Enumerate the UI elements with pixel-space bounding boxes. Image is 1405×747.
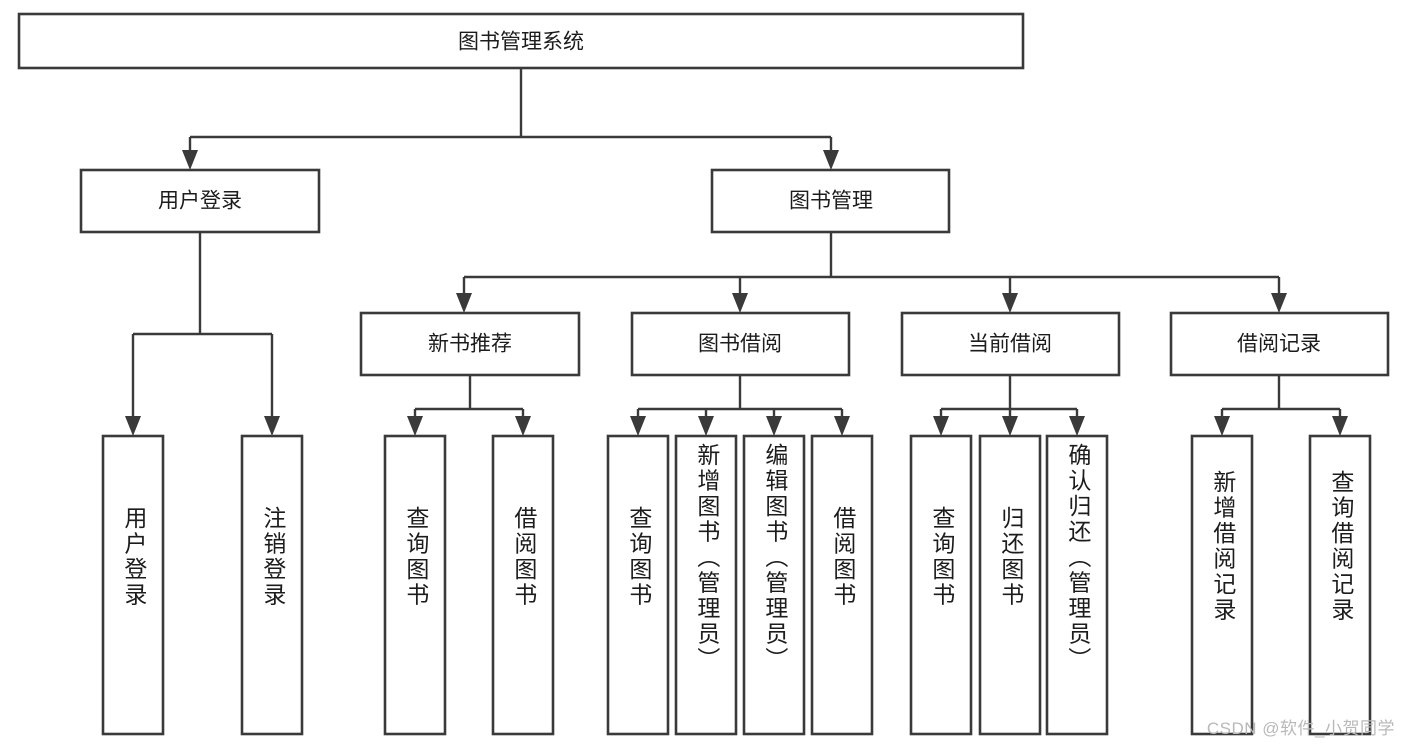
node-leaf-query-book-2[interactable]: [606, 434, 670, 736]
connector-book-borrow-to-leaves: [630, 375, 850, 436]
node-leaf-edit-book[interactable]: [742, 434, 806, 736]
node-borrow-record-label: 借阅记录: [1237, 333, 1321, 356]
node-root[interactable]: 图书管理系统: [17, 12, 1025, 70]
connector-book-manage-to-level2: [456, 232, 1287, 313]
node-book-borrow-label: 图书借阅: [698, 333, 782, 356]
node-leaf-borrow-book-2[interactable]: [810, 434, 874, 736]
node-leaf-query-book-3[interactable]: [909, 434, 973, 736]
connector-current-borrow-to-leaves: [933, 375, 1085, 436]
node-leaf-borrow-book-1[interactable]: [491, 434, 555, 736]
node-user-login[interactable]: 用户登录: [79, 168, 321, 234]
node-book-borrow[interactable]: 图书借阅: [630, 311, 851, 377]
node-borrow-record[interactable]: 借阅记录: [1169, 311, 1390, 377]
node-leaf-add-record[interactable]: [1190, 434, 1254, 736]
node-leaf-return-book[interactable]: [978, 434, 1042, 736]
csdn-watermark: CSDN @软件_小贺同学: [1206, 719, 1395, 738]
node-leaf-query-book-1[interactable]: [383, 434, 447, 736]
node-leaf-query-record[interactable]: [1308, 434, 1372, 736]
node-book-manage-label: 图书管理: [789, 190, 873, 213]
node-user-login-label: 用户登录: [158, 190, 242, 213]
node-book-manage[interactable]: 图书管理: [710, 168, 951, 234]
connector-borrow-record-to-leaves: [1214, 375, 1348, 436]
node-leaf-confirm-return[interactable]: [1045, 434, 1109, 736]
node-current-borrow[interactable]: 当前借阅: [900, 311, 1121, 377]
node-leaf-user-login[interactable]: [101, 434, 165, 736]
node-leaf-logout-login[interactable]: [240, 434, 304, 736]
node-new-book-recommend-label: 新书推荐: [428, 333, 512, 356]
node-leaf-add-book[interactable]: [674, 434, 738, 736]
connector-new-book-recommend-to-leaves: [407, 375, 531, 436]
node-new-book-recommend[interactable]: 新书推荐: [359, 311, 581, 377]
node-root-label: 图书管理系统: [458, 31, 584, 54]
connector-user-login-to-leaves: [125, 232, 280, 436]
connector-root-to-level1: [182, 68, 839, 170]
node-current-borrow-label: 当前借阅: [968, 333, 1052, 356]
